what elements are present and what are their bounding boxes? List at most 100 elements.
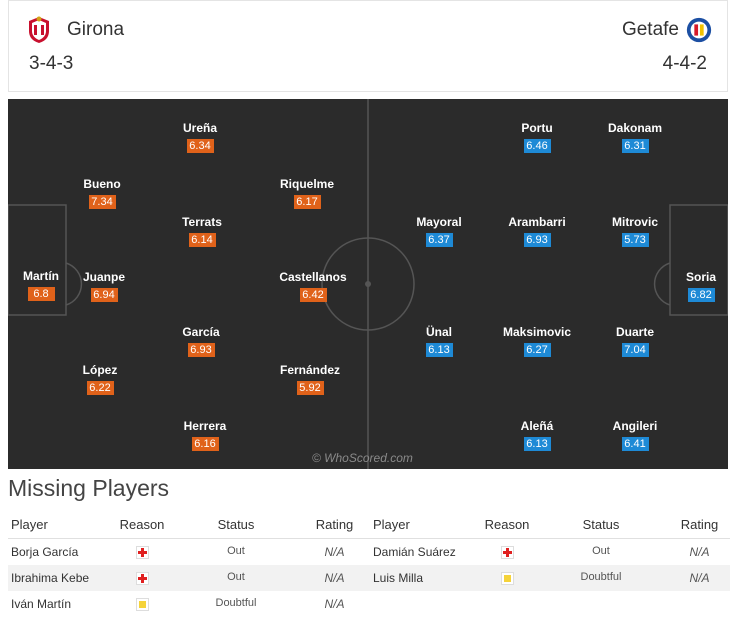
col-player: Player: [373, 517, 410, 532]
home-player-fernandez[interactable]: Fernández 5.92: [270, 363, 350, 396]
away-missing-header: Player Reason Status Rating: [373, 517, 730, 532]
col-player: Player: [11, 517, 48, 532]
player-name: Portu: [521, 121, 553, 135]
player-rating: 6.17: [293, 195, 321, 209]
home-player-castellanos[interactable]: Castellanos 6.42: [273, 270, 353, 303]
missing-players-title: Missing Players: [8, 475, 170, 501]
col-rating: Rating: [315, 517, 354, 532]
home-missing-header: Player Reason Status Rating: [8, 517, 373, 532]
missing-player-name[interactable]: Damián Suárez: [373, 544, 456, 559]
missing-status: Out: [592, 544, 610, 557]
match-header: Girona 3-4-3 Getafe 4-4-2: [8, 0, 728, 92]
away-player-maksimovic[interactable]: Maksimovic 6.27: [497, 325, 577, 358]
home-player-riquelme[interactable]: Riquelme 6.17: [267, 177, 347, 210]
away-player-portu[interactable]: Portu 6.46: [497, 121, 577, 154]
away-player-dakonam[interactable]: Dakonam 6.31: [595, 121, 675, 154]
player-name: Angileri: [612, 419, 658, 433]
missing-rating: N/A: [689, 570, 710, 585]
missing-player-name[interactable]: Iván Martín: [11, 596, 72, 611]
home-formation: 3-4-3: [29, 53, 74, 74]
player-name: Arambarri: [508, 215, 566, 229]
home-player-juanpe[interactable]: Juanpe 6.94: [64, 270, 144, 303]
missing-players-table: Player Reason Status Rating Player Reaso…: [8, 511, 730, 617]
col-reason: Reason: [484, 517, 530, 532]
player-name: Terrats: [182, 215, 222, 229]
player-rating: 6.42: [299, 288, 327, 302]
doubtful-icon: [500, 572, 514, 586]
col-reason: Reason: [119, 517, 165, 532]
player-name: Duarte: [615, 325, 654, 339]
player-name: Ünal: [425, 325, 452, 339]
player-name: Herrera: [183, 419, 227, 433]
player-rating: 6.93: [523, 233, 551, 247]
home-player-martin[interactable]: Martín 6.8: [8, 269, 81, 302]
col-rating: Rating: [680, 517, 719, 532]
player-name: López: [82, 363, 118, 377]
player-name: Bueno: [83, 177, 121, 191]
home-player-urena[interactable]: Ureña 6.34: [160, 121, 240, 154]
missing-status: Doubtful: [215, 596, 257, 609]
pitch: Martín 6.8 Bueno 7.34 Juanpe 6.94 López …: [8, 99, 728, 469]
player-rating: 6.41: [621, 437, 649, 451]
away-player-angileri[interactable]: Angileri 6.41: [595, 419, 675, 452]
missing-rating: N/A: [689, 544, 710, 559]
player-rating: 6.14: [188, 233, 216, 247]
player-rating: 6.8: [27, 287, 55, 301]
player-name: Castellanos: [279, 270, 347, 284]
player-rating: 6.13: [523, 437, 551, 451]
player-rating: 6.31: [621, 139, 649, 153]
home-player-herrera[interactable]: Herrera 6.16: [165, 419, 245, 452]
player-name: Riquelme: [279, 177, 334, 191]
away-player-mitrovic[interactable]: Mitrovic 5.73: [595, 215, 675, 248]
away-player-duarte[interactable]: Duarte 7.04: [595, 325, 675, 358]
home-player-lopez[interactable]: López 6.22: [60, 363, 140, 396]
away-player-unal[interactable]: Ünal 6.13: [399, 325, 479, 358]
player-name: Maksimovic: [502, 325, 572, 339]
player-name: Aleñá: [520, 419, 554, 433]
player-name: Juanpe: [82, 270, 125, 284]
home-player-garcia[interactable]: García 6.93: [161, 325, 241, 358]
home-player-bueno[interactable]: Bueno 7.34: [62, 177, 142, 210]
player-name: García: [182, 325, 220, 339]
home-team-name: Girona: [67, 19, 125, 40]
injury-icon: [135, 572, 149, 586]
away-team[interactable]: Getafe: [622, 15, 713, 45]
doubtful-icon: [135, 598, 149, 612]
table-row: Ibrahima Kebe Out N/A Luis Milla Doubtfu…: [8, 565, 730, 591]
table-row: Borja García Out N/A Damián Suárez Out N…: [8, 539, 730, 565]
home-player-terrats[interactable]: Terrats 6.14: [162, 215, 242, 248]
player-rating: 6.93: [187, 343, 215, 357]
player-rating: 6.94: [90, 288, 118, 302]
player-name: Fernández: [279, 363, 340, 377]
home-team[interactable]: Girona: [25, 15, 124, 45]
away-player-soria[interactable]: Soria 6.82: [661, 270, 728, 303]
missing-rating: N/A: [324, 596, 345, 611]
away-player-mayoral[interactable]: Mayoral 6.37: [399, 215, 479, 248]
player-rating: 7.34: [88, 195, 116, 209]
missing-player-name[interactable]: Borja García: [11, 544, 79, 559]
col-status: Status: [582, 517, 620, 532]
player-rating: 5.92: [296, 381, 324, 395]
missing-rating: N/A: [324, 570, 345, 585]
away-missing-entry: Damián Suárez Out N/A: [373, 544, 730, 560]
home-missing-entry: Iván Martín Doubtful N/A: [8, 596, 373, 612]
home-missing-entry: Borja García Out N/A: [8, 544, 373, 560]
girona-crest-icon: [29, 16, 49, 43]
missing-table-header: Player Reason Status Rating Player Reaso…: [8, 511, 730, 539]
player-name: Mitrovic: [611, 215, 658, 229]
player-name: Soria: [685, 270, 716, 284]
away-player-alena[interactable]: Aleñá 6.13: [497, 419, 577, 452]
player-rating: 6.16: [191, 437, 219, 451]
watermark: © WhoScored.com: [312, 451, 413, 465]
away-player-arambarri[interactable]: Arambarri 6.93: [497, 215, 577, 248]
missing-player-name[interactable]: Luis Milla: [373, 570, 424, 585]
player-rating: 5.73: [621, 233, 649, 247]
player-name: Dakonam: [607, 121, 663, 135]
missing-status: Doubtful: [580, 570, 622, 583]
missing-player-name[interactable]: Ibrahima Kebe: [11, 570, 90, 585]
getafe-crest-icon: [686, 17, 712, 43]
home-missing-entry: Ibrahima Kebe Out N/A: [8, 570, 373, 586]
player-rating: 6.82: [687, 288, 715, 302]
player-rating: 6.34: [186, 139, 214, 153]
table-row: Iván Martín Doubtful N/A: [8, 591, 730, 617]
